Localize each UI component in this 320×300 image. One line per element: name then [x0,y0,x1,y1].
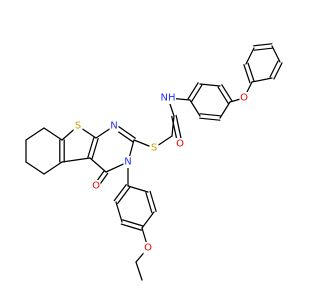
single-bond [89,157,107,173]
double-bond [221,84,233,102]
single-bond [135,261,143,281]
double-bond [199,117,221,121]
atom-labels: S S N N O O NH O O [73,92,249,254]
double-bond [191,84,203,102]
single-bond [171,115,175,137]
atom-label-backdrop [239,92,249,104]
double-bond [243,64,251,84]
atom-label-o-amide: O [176,139,184,150]
single-bond [43,161,63,175]
atom-label-nh-amide: NH [161,93,176,104]
double-bond [273,62,283,80]
single-bond [219,101,231,119]
double-bond [253,43,273,47]
double-bond [114,123,136,139]
double-bond [120,223,142,231]
single-bond [127,185,149,193]
molecule-structure: S S N N O O NH O O [25,43,283,281]
atom-label-backdrop [73,120,83,132]
single-bond [61,157,91,163]
atom-label-backdrop [160,92,176,104]
single-bond [115,201,123,223]
atom-label-n-ring-sub: N [124,157,131,168]
atom-label-backdrop [91,180,101,192]
single-bond [43,127,63,141]
single-bond [199,83,221,87]
atom-label-backdrop [175,138,185,150]
double-bond [149,190,157,212]
double-bond [187,82,199,100]
atom-label-backdrop [123,156,133,168]
atom-label-o-ether-ethoxy: O [144,243,152,254]
double-bond [145,192,153,214]
atom-label-n-ring-top: N [110,121,117,132]
bond-network [25,43,283,281]
single-bond [141,211,155,229]
atom-label-s-link: S [151,143,157,154]
double-bond [87,136,95,158]
double-bond [117,186,131,204]
atom-label-backdrop [143,242,153,254]
single-bond [189,99,201,117]
double-bond [113,184,127,202]
atom-label-backdrop [149,142,159,154]
double-bond [199,113,221,117]
atom-label-o-ring-carbonyl: O [92,181,100,192]
double-bond [122,219,144,227]
double-bond [269,60,279,78]
single-bond [251,77,273,83]
atom-label-s-ring: S [75,121,81,132]
single-bond [245,47,255,65]
single-bond [271,45,281,63]
atom-label-backdrop [109,120,119,132]
single-bond [25,161,45,175]
double-bond [217,86,229,104]
double-bond [253,47,273,51]
atom-label-o-ether-phenoxy: O [240,93,248,104]
double-bond [91,138,99,160]
double-bond [247,62,255,82]
single-bond [25,127,45,141]
